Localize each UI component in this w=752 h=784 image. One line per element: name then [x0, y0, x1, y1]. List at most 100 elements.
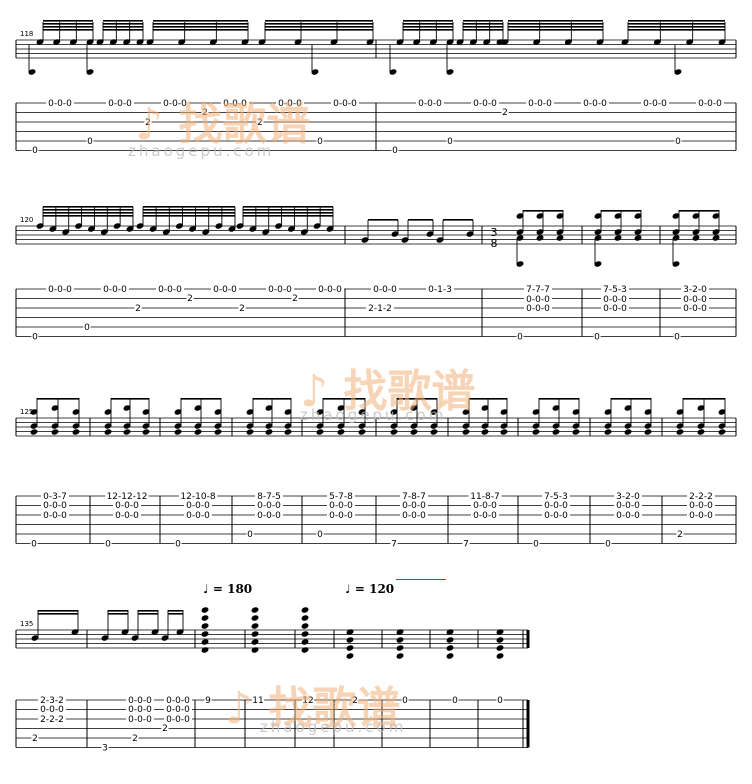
- tab-number-string1: 0-0-0: [528, 99, 552, 109]
- tab-number-string2: 0-0-0: [616, 501, 640, 511]
- beam: [443, 219, 473, 221]
- tab-number-string1: 2: [352, 696, 358, 706]
- beam: [628, 29, 725, 31]
- notehead: [572, 429, 580, 435]
- notehead: [251, 631, 259, 637]
- notehead: [483, 39, 491, 45]
- beam: [601, 210, 641, 212]
- beam: [38, 613, 78, 615]
- tab-number-string1: 3-2-0: [683, 285, 707, 295]
- tab-bg: [327, 510, 355, 519]
- notehead: [146, 39, 154, 45]
- notehead: [446, 653, 454, 659]
- tab-number-string1: 0-0-0: [213, 285, 237, 295]
- notehead: [500, 429, 508, 435]
- tab-number-string1: 12-12-12: [107, 492, 148, 502]
- tab-number-string2: 0-0-0: [526, 295, 550, 305]
- tab-number-string2: 0-0-0: [329, 501, 353, 511]
- tab-bg: [291, 293, 299, 302]
- notehead: [462, 429, 470, 435]
- notehead: [51, 429, 59, 435]
- notehead: [621, 39, 629, 45]
- beam: [103, 29, 143, 31]
- notehead: [201, 623, 209, 629]
- notehead: [301, 639, 309, 645]
- tab-number-string1: 0: [452, 696, 458, 706]
- notehead: [189, 226, 197, 232]
- beam: [508, 29, 603, 31]
- tab-bg: [468, 491, 502, 500]
- tab-bg: [327, 491, 355, 500]
- tab-bg: [105, 491, 149, 500]
- tab-bg: [316, 284, 344, 293]
- notehead: [176, 629, 184, 635]
- beam: [323, 398, 365, 400]
- tab-number-string1: 0-0-0: [698, 99, 722, 109]
- tab-number-string1: 12: [302, 696, 313, 706]
- beam: [108, 613, 128, 615]
- tempo-mark-180: ♩ = 180: [203, 582, 252, 596]
- notehead: [604, 409, 612, 415]
- notehead: [311, 69, 319, 75]
- notehead: [410, 429, 418, 435]
- notehead: [101, 635, 109, 641]
- notehead: [131, 635, 139, 641]
- tab-bg: [164, 695, 192, 704]
- tab-number-string3: 0-0-0: [473, 511, 497, 521]
- tab-number-string1: 11: [252, 696, 263, 706]
- tab-bg: [371, 284, 399, 293]
- notehead: [62, 229, 70, 235]
- beam: [243, 215, 333, 217]
- tab-number-string3: 0-0-0: [616, 511, 640, 521]
- beam: [43, 212, 133, 214]
- tab-number-string2: 0-0-0: [166, 705, 190, 715]
- tab-bg: [161, 98, 189, 107]
- tab-bg: [426, 284, 454, 293]
- tab-number-string3: 0-0-0: [603, 304, 627, 314]
- notehead: [361, 237, 369, 243]
- tab-number-string6: 0: [447, 137, 453, 147]
- tab-number-string3: 0-0-0: [402, 511, 426, 521]
- tab-bg: [391, 145, 399, 154]
- tab-bg: [46, 98, 74, 107]
- notehead: [672, 213, 680, 219]
- notehead: [712, 235, 720, 241]
- notehead: [556, 229, 564, 235]
- measure-number: 135: [20, 620, 33, 628]
- beam: [43, 23, 93, 25]
- beam: [463, 20, 503, 22]
- beam: [463, 23, 503, 25]
- tab-number-string6: 7: [391, 540, 397, 550]
- tab-bg: [524, 303, 552, 312]
- beam: [469, 398, 507, 400]
- notehead: [496, 629, 504, 635]
- tab-bg: [31, 733, 39, 742]
- beam: [628, 23, 725, 25]
- beam: [143, 209, 235, 211]
- beam: [408, 219, 433, 221]
- tab-number-string2: 2: [135, 304, 141, 314]
- beam: [103, 20, 143, 22]
- notehead: [410, 423, 418, 429]
- tab-number-string1: 0-0-0: [373, 285, 397, 295]
- notehead: [28, 69, 36, 75]
- tab-number-string1: 0-0-0: [108, 99, 132, 109]
- notehead: [201, 607, 209, 613]
- tab-bg: [184, 510, 212, 519]
- tab-number-string1: 0-0-0: [333, 99, 357, 109]
- notehead: [236, 223, 244, 229]
- quarter-note-icon: ♩: [203, 582, 209, 596]
- tab-bg: [174, 538, 182, 548]
- notehead: [326, 226, 334, 232]
- notehead: [301, 607, 309, 613]
- tab-bg: [401, 695, 409, 704]
- notehead: [672, 229, 680, 235]
- tab-bg: [106, 98, 134, 107]
- tab-number-string3: 0-0-0: [689, 511, 713, 521]
- tab-number-string2: 0-0-0: [544, 501, 568, 511]
- tab-number-string3: 2-2-2: [40, 715, 64, 725]
- notehead: [162, 229, 170, 235]
- tab-number-string6: 3: [102, 744, 108, 754]
- tab-bg: [601, 294, 629, 303]
- tab-number-string1: 0-0-0: [418, 99, 442, 109]
